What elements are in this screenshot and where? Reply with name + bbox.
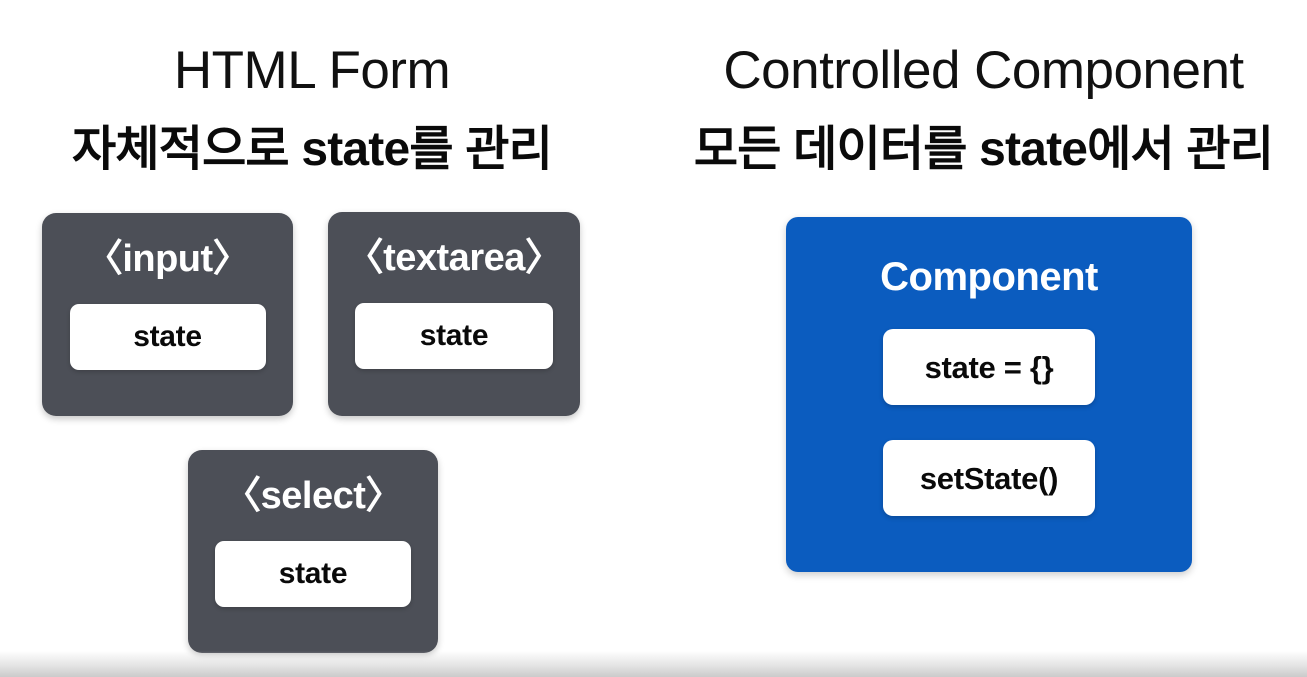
html-element-card-input: 〈input〉 state bbox=[42, 213, 293, 416]
component-card: Component state = {} setState() bbox=[786, 217, 1192, 572]
component-pill-state: state = {} bbox=[883, 329, 1095, 405]
state-slot-select: state bbox=[215, 541, 411, 607]
state-slot-input: state bbox=[69, 304, 266, 370]
element-tag-label-input: 〈input〉 bbox=[84, 238, 251, 280]
component-pill-setstate-label: setState() bbox=[919, 460, 1059, 496]
component-pill-state-label: state = {} bbox=[924, 349, 1054, 385]
component-pill-setstate: setState() bbox=[883, 440, 1095, 516]
left-panel-title: HTML Form bbox=[173, 41, 451, 100]
state-slot-label-textarea: state bbox=[419, 319, 489, 352]
html-element-card-textarea: 〈textarea〉 state bbox=[328, 212, 580, 416]
element-tag-label-textarea: 〈textarea〉 bbox=[345, 237, 563, 279]
right-panel-subtitle: 모든 데이터를 state에서 관리 bbox=[693, 123, 1274, 176]
component-card-title: Component bbox=[880, 255, 1098, 299]
left-panel-subtitle: 자체적으로 state를 관리 bbox=[71, 123, 553, 176]
state-slot-label-input: state bbox=[133, 320, 202, 353]
state-slot-textarea: state bbox=[355, 303, 553, 369]
element-tag-label-select: 〈select〉 bbox=[223, 475, 403, 517]
state-slot-label-select: state bbox=[278, 557, 348, 590]
html-element-card-select: 〈select〉 state bbox=[188, 450, 438, 653]
right-panel-title: Controlled Component bbox=[723, 41, 1244, 100]
bottom-gradient-strip bbox=[0, 651, 1307, 677]
